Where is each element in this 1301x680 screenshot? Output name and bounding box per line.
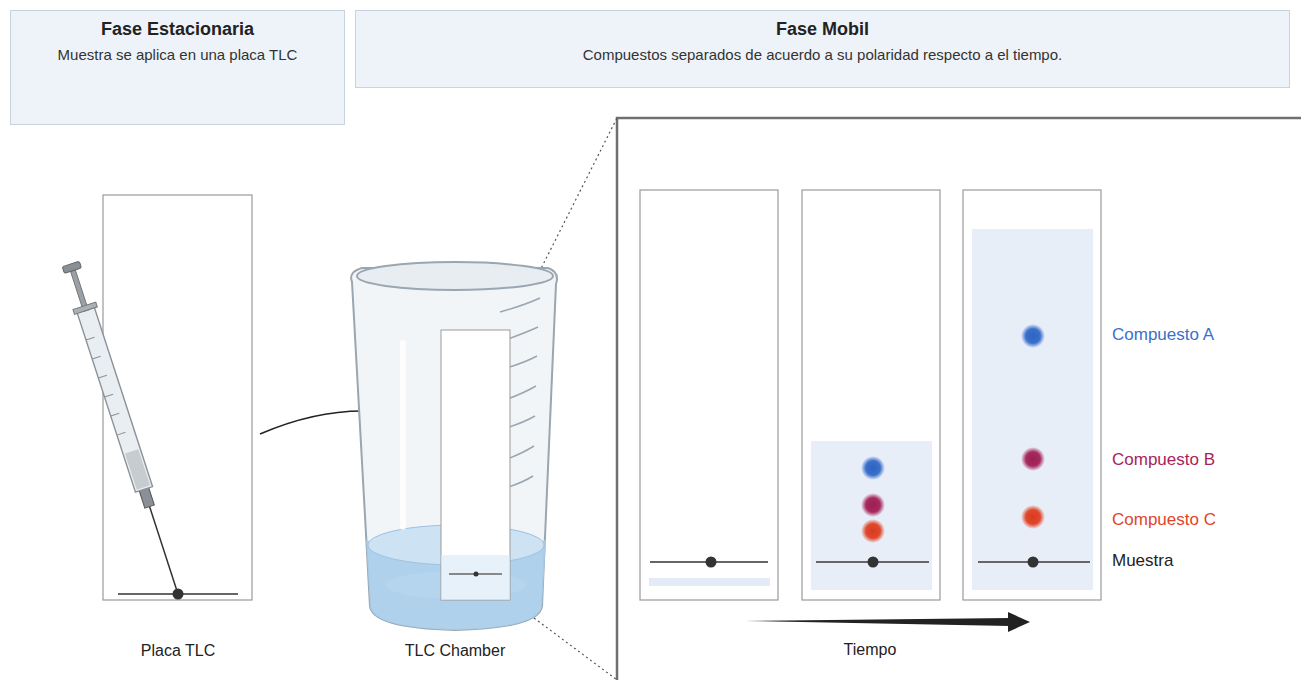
label: Tiempo: [844, 641, 897, 659]
box-body: Muestra se aplica en una placa TLC: [21, 46, 334, 64]
phase-box: Fase MobilCompuestos separados de acuerd…: [355, 10, 1290, 88]
label: TLC Chamber: [405, 642, 505, 660]
label: Compuesto C: [1112, 510, 1216, 530]
box-heading: Fase Mobil: [366, 19, 1279, 40]
box-heading: Fase Estacionaria: [21, 19, 334, 40]
label: Compuesto A: [1112, 325, 1214, 345]
label: Placa TLC: [141, 642, 215, 660]
box-body: Compuestos separados de acuerdo a su pol…: [366, 46, 1279, 64]
label: Compuesto B: [1112, 450, 1215, 470]
phase-box: Fase EstacionariaMuestra se aplica en un…: [10, 10, 345, 125]
label: Muestra: [1112, 551, 1173, 571]
